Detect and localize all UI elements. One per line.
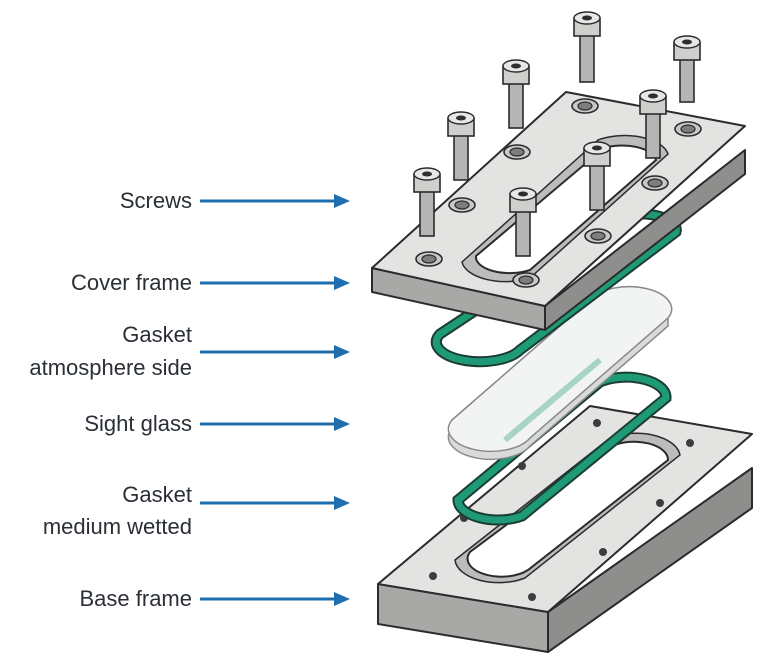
screw [447, 111, 475, 181]
label-cover-frame: Cover frame [70, 270, 192, 295]
screw [413, 167, 441, 237]
arrow-gasket-atmosphere [200, 345, 350, 359]
arrow-screws [200, 194, 350, 208]
screw [509, 187, 537, 257]
label-screws: Screws [119, 188, 192, 213]
label-gasket-medium-line2: medium wetted [42, 514, 192, 539]
base-frame-part [377, 405, 753, 653]
label-gasket-medium-line1: Gasket [122, 482, 192, 507]
arrow-cover-frame [200, 276, 350, 290]
screw [583, 141, 611, 211]
screw [673, 35, 701, 103]
arrow-base-frame [200, 592, 350, 606]
arrow-sight-glass [200, 417, 350, 431]
gasket-medium-wetted-part [452, 371, 672, 526]
label-sight-glass: Sight glass [84, 411, 192, 436]
callout-arrows [200, 194, 350, 606]
sight-glass-part [447, 285, 673, 461]
screw [502, 59, 530, 129]
label-base-frame: Base frame [79, 586, 193, 611]
label-gasket-atmosphere-line1: Gasket [122, 322, 192, 347]
arrow-gasket-medium [200, 496, 350, 510]
screws-part [413, 11, 701, 257]
screw [639, 89, 667, 159]
screw [573, 11, 601, 83]
cover-holes [415, 98, 702, 288]
label-gasket-atmosphere-line2: atmosphere side [29, 355, 192, 380]
